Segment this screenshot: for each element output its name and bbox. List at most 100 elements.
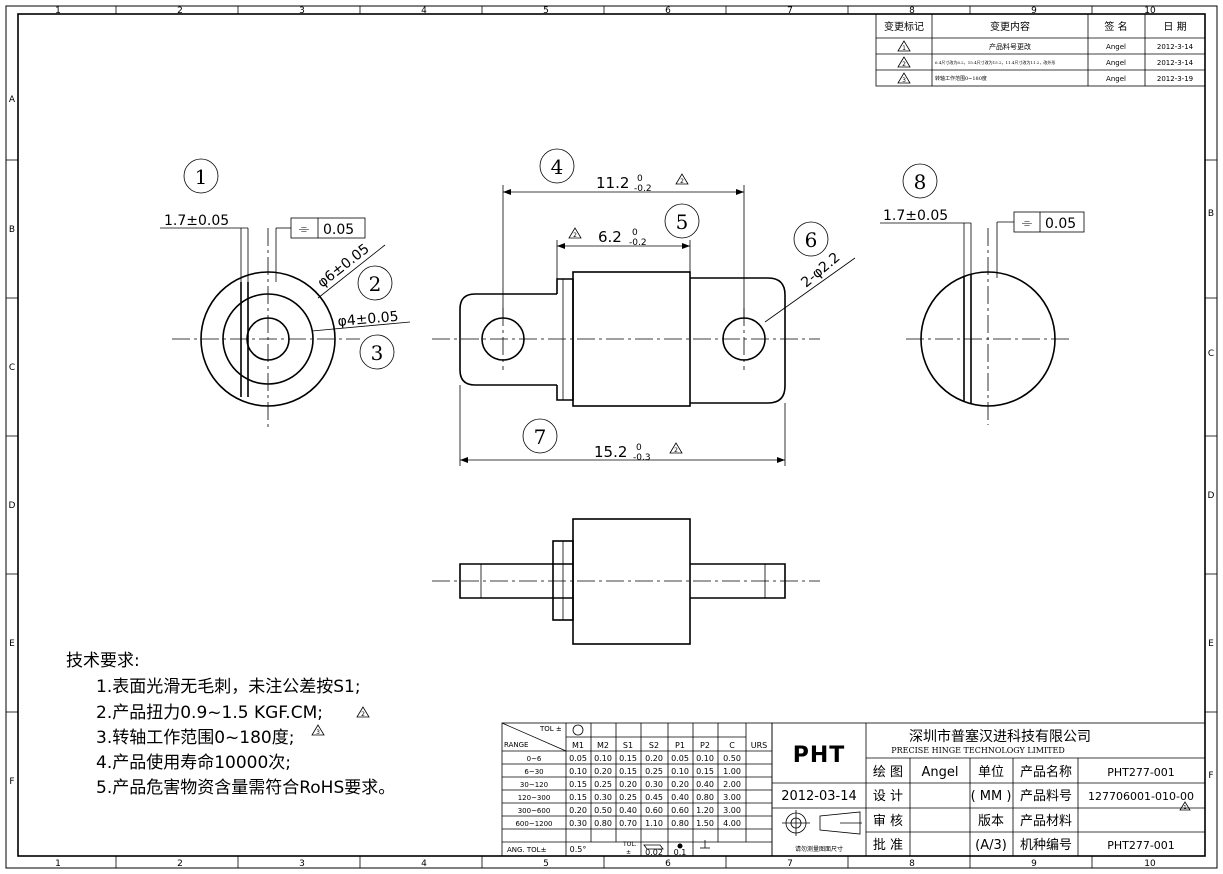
revision-mark-icon: 2 bbox=[568, 227, 582, 239]
tol-cell: 0.40 bbox=[671, 793, 689, 802]
unit-value: ( MM ) bbox=[971, 789, 1012, 804]
callout-2: 2 bbox=[357, 265, 393, 301]
tol-cell: 0.80 bbox=[671, 819, 689, 828]
tol-col-header: M2 bbox=[597, 741, 609, 750]
dim-total-length-upper: 0 bbox=[636, 443, 642, 453]
col-label: 8 bbox=[909, 859, 915, 869]
dim-thickness-left: 1.7±0.05 bbox=[164, 213, 229, 229]
projection-symbol-icon bbox=[782, 810, 862, 836]
tol-label: TOL ± bbox=[539, 725, 562, 733]
tol-col-header: URS bbox=[751, 741, 768, 750]
measure-note: 请勿测量图面尺寸 bbox=[795, 845, 843, 853]
dim-hole-spacing-lower: -0.2 bbox=[634, 184, 652, 194]
dim-thickness-right: 1.7±0.05 bbox=[883, 208, 948, 224]
flatness-value-left: 0.05 bbox=[323, 222, 354, 238]
tol-cell: 0.15 bbox=[619, 767, 637, 776]
callout-1: 1 bbox=[183, 158, 219, 194]
product-name: PHT277-001 bbox=[1107, 766, 1175, 779]
tol-cell: 0.20 bbox=[569, 806, 587, 815]
col-label: 8 bbox=[909, 6, 915, 16]
tol-cell: 0.20 bbox=[645, 754, 663, 763]
dim-hole-spacing-upper: 0 bbox=[637, 174, 643, 184]
svg-text:3: 3 bbox=[902, 77, 906, 84]
rev-sign: Angel bbox=[1106, 43, 1126, 51]
tol-col-header: C bbox=[729, 741, 735, 750]
part-number-label: 产品料号 bbox=[1020, 789, 1072, 804]
rev-sign: Angel bbox=[1106, 59, 1126, 67]
tech-item: 2.产品扭力0.9~1.5 KGF.CM; bbox=[96, 703, 323, 723]
tol-col-header: S1 bbox=[623, 741, 633, 750]
svg-text:3: 3 bbox=[316, 729, 320, 736]
tol-cell: 4.00 bbox=[723, 819, 741, 828]
dim-hole-spacing: 11.2 bbox=[596, 174, 629, 192]
revision-mark-icon: 1 bbox=[1179, 801, 1191, 811]
company-name-cn: 深圳市普塞汉进科技有限公司 bbox=[909, 728, 1091, 745]
svg-text:2: 2 bbox=[361, 711, 365, 718]
tol-cell: 0.50 bbox=[594, 806, 612, 815]
svg-text:1: 1 bbox=[902, 45, 906, 52]
row-label: B bbox=[1208, 209, 1214, 219]
col-label: 6 bbox=[665, 859, 671, 869]
tol-col-header: P2 bbox=[700, 741, 710, 750]
rev-date: 2012-3-14 bbox=[1157, 43, 1194, 51]
tol-cell: 0.70 bbox=[619, 819, 637, 828]
roundness-symbol-icon bbox=[677, 843, 683, 849]
col-label: 7 bbox=[787, 6, 793, 16]
row-label: E bbox=[9, 639, 15, 649]
svg-text:2: 2 bbox=[369, 272, 382, 296]
row-label: A bbox=[9, 95, 16, 105]
tol-range: 300~600 bbox=[518, 807, 551, 815]
col-label: 3 bbox=[299, 6, 305, 16]
tol-cell: 0.05 bbox=[671, 754, 689, 763]
tol-cell: 3.00 bbox=[723, 806, 741, 815]
dim-hole-diameter: 2-φ2.2 bbox=[798, 250, 843, 291]
tol-col-header: S2 bbox=[649, 741, 659, 750]
tol-cell: 0.20 bbox=[671, 780, 689, 789]
svg-text:7: 7 bbox=[534, 425, 547, 449]
company-name-en: PRECISE HINGE TECHNOLOGY LIMITED bbox=[891, 746, 1065, 755]
company-logo: PHT bbox=[793, 743, 846, 768]
svg-text:2: 2 bbox=[674, 447, 678, 454]
col-label: 2 bbox=[177, 6, 183, 16]
roundness-tol-value: 0.1 bbox=[674, 848, 687, 857]
left-end-view: 1.7±0.05 ⌯ 0.05 φ6±0.05 φ4±0.05 bbox=[160, 213, 411, 430]
draw-label: 绘 图 bbox=[873, 765, 903, 780]
row-label: B bbox=[9, 225, 15, 235]
revision-mark-icon: 2 bbox=[897, 56, 911, 68]
col-label: 10 bbox=[1144, 6, 1156, 16]
tol-cell: 0.60 bbox=[645, 806, 663, 815]
rev-date: 2012-3-14 bbox=[1157, 59, 1194, 67]
tol-cell: 1.00 bbox=[723, 767, 741, 776]
tol-range: 6~30 bbox=[524, 768, 543, 776]
callout-8: 8 bbox=[902, 163, 938, 199]
ang-value: 0.5° bbox=[570, 845, 587, 854]
rev-sign: Angel bbox=[1106, 75, 1126, 83]
dim-inner-diameter: φ4±0.05 bbox=[337, 309, 399, 330]
title-block: PHT 深圳市普塞汉进科技有限公司 PRECISE HINGE TECHNOLO… bbox=[771, 722, 1206, 857]
dim-body-length-lower: -0.2 bbox=[629, 238, 647, 248]
tol-cell: 0.40 bbox=[696, 780, 714, 789]
tol-cell: 0.15 bbox=[569, 780, 587, 789]
rev-date: 2012-3-19 bbox=[1157, 75, 1193, 83]
perpendicular-symbol-icon bbox=[700, 840, 710, 849]
tech-item: 3.转轴工作范围0~180度; bbox=[96, 728, 294, 748]
tol-cell: 0.30 bbox=[594, 793, 612, 802]
tol-cell: 0.25 bbox=[594, 780, 612, 789]
tech-requirements: 技术要求: 1.表面光滑无毛刺，未注公差按S1; 2.产品扭力0.9~1.5 K… bbox=[66, 651, 395, 798]
model-label: 机种编号 bbox=[1020, 838, 1072, 853]
row-label: F bbox=[1208, 771, 1213, 781]
tol-cell: 0.30 bbox=[569, 819, 587, 828]
revision-mark-icon: 3 bbox=[897, 72, 911, 84]
row-label: D bbox=[9, 501, 16, 511]
rev-content: 6.4尺寸改为6.2，15.4尺寸改为15.2，11.4尺寸改为11.2，改外形 bbox=[935, 59, 1055, 65]
rev-header: 变更内容 bbox=[990, 20, 1030, 33]
tol-cell: 1.20 bbox=[696, 806, 714, 815]
tol-col-header: M1 bbox=[572, 741, 584, 750]
tol-cell: 0.10 bbox=[671, 767, 689, 776]
row-label: C bbox=[9, 363, 15, 373]
tol-cell: 0.10 bbox=[569, 767, 587, 776]
callout-3: 3 bbox=[359, 334, 395, 370]
tol-short-label: TOL. bbox=[622, 841, 637, 848]
svg-text:2: 2 bbox=[573, 232, 577, 239]
